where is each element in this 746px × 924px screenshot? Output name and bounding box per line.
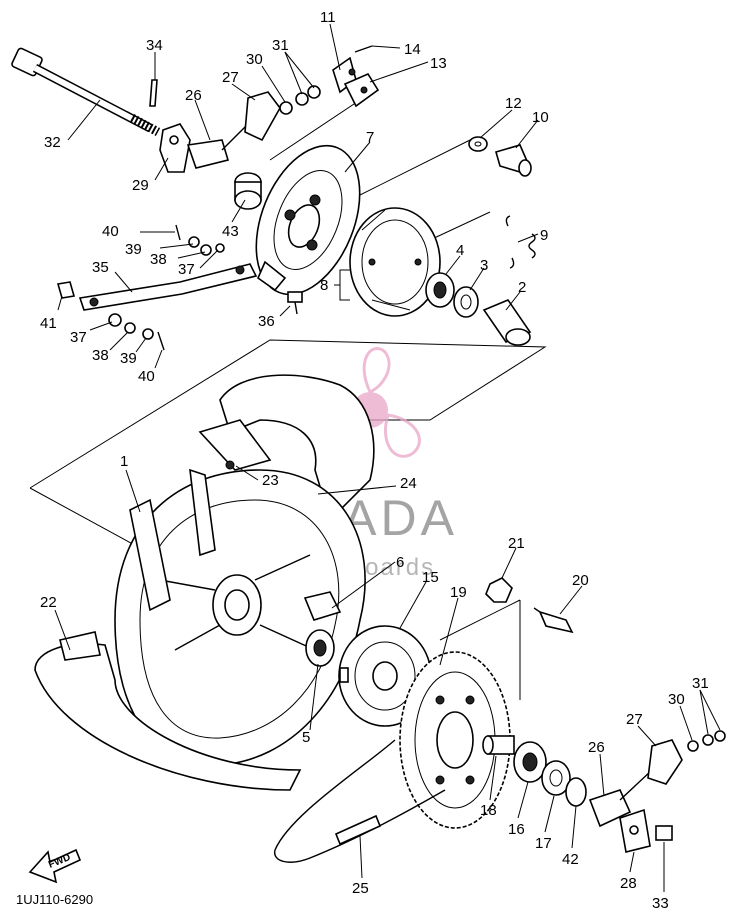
- callout-36: 36: [258, 313, 275, 330]
- bearing-16: [513, 741, 547, 783]
- rear-wheel: [114, 468, 366, 767]
- spacer-2: [482, 299, 532, 346]
- callout-39-upper: 39: [125, 241, 142, 258]
- callout-26: 26: [185, 87, 202, 104]
- callout-24: 24: [400, 475, 417, 492]
- bolt-36: [287, 291, 303, 315]
- callout-41: 41: [40, 315, 57, 332]
- callout-5: 5: [302, 729, 310, 746]
- circlip-42: [565, 777, 587, 807]
- callout-28: 28: [620, 875, 637, 892]
- callout-33: 33: [652, 895, 669, 912]
- callout-15: 15: [422, 569, 439, 586]
- callout-4: 4: [456, 242, 464, 259]
- brake-shoe-set: [349, 207, 441, 317]
- return-spring-9: [505, 215, 536, 269]
- callout-38-lower: 38: [92, 347, 109, 364]
- callout-1: 1: [120, 453, 128, 470]
- callout-42: 42: [562, 851, 579, 868]
- callout-12: 12: [505, 95, 522, 112]
- callout-40-lower: 40: [138, 368, 155, 385]
- callout-35: 35: [92, 259, 109, 276]
- callout-43: 43: [222, 223, 239, 240]
- callout-26-lower: 26: [588, 739, 605, 756]
- brake-shoe-plate: [255, 144, 361, 296]
- chain-puller-upper: [159, 85, 321, 173]
- callout-22: 22: [40, 594, 57, 611]
- rear-fender: [198, 374, 375, 522]
- callout-27: 27: [222, 69, 239, 86]
- callout-25: 25: [352, 880, 369, 897]
- chain-puller-lower: [588, 730, 726, 853]
- callout-34: 34: [146, 37, 163, 54]
- callout-7: 7: [366, 129, 374, 146]
- nut-21: [485, 577, 513, 603]
- callout-17: 17: [535, 835, 552, 852]
- callout-10: 10: [532, 109, 549, 126]
- brake-camshaft-lever: [332, 45, 380, 108]
- callout-14: 14: [404, 41, 421, 58]
- oil-seal-17: [541, 760, 571, 796]
- spacer-43: [234, 172, 262, 210]
- small-hardware-lower: [108, 313, 165, 351]
- washer-12: [468, 136, 488, 152]
- collar-18: [482, 735, 515, 755]
- callout-39-lower: 39: [120, 350, 137, 367]
- drawing-code: 1UJ110-6290: [16, 892, 93, 907]
- bearing-5: [305, 629, 335, 667]
- callout-29: 29: [132, 177, 149, 194]
- bolt-20: [533, 607, 574, 634]
- callout-6: 6: [396, 554, 404, 571]
- callout-37-lower: 37: [70, 329, 87, 346]
- callout-31: 31: [272, 37, 289, 54]
- tension-bar: [78, 263, 258, 311]
- rear-sprocket: [399, 651, 511, 829]
- lower-fender: [34, 631, 302, 791]
- damper-6: [303, 591, 342, 621]
- axle-shaft: [11, 47, 161, 136]
- callout-16: 16: [508, 821, 525, 838]
- callout-21: 21: [508, 535, 525, 552]
- callout-3: 3: [480, 257, 488, 274]
- cotter-pin-34: [149, 79, 158, 107]
- callout-8: 8: [320, 277, 328, 294]
- bolt-41: [56, 281, 76, 299]
- callout-9: 9: [540, 227, 548, 244]
- brake-camshaft-10: [495, 144, 532, 177]
- callout-11: 11: [320, 9, 336, 26]
- callout-30: 30: [246, 51, 263, 68]
- callout-13: 13: [430, 55, 447, 72]
- callout-31-lower: 31: [692, 675, 709, 692]
- callout-labels: 34 32 26 29 27 30 31 11 14 13 12 10 7 9 …: [40, 9, 709, 912]
- drive-chain: [274, 739, 446, 863]
- bearing-4: [425, 272, 455, 308]
- callout-30-lower: 30: [668, 691, 685, 708]
- forward-direction-badge: FWD: [28, 848, 82, 884]
- oil-seal-3: [453, 286, 479, 318]
- callout-2: 2: [518, 279, 526, 296]
- small-hardware-upper: [175, 224, 225, 256]
- callout-32: 32: [44, 134, 61, 151]
- callout-20: 20: [572, 572, 589, 589]
- leader-lines: [54, 23, 721, 892]
- callout-40-upper: 40: [102, 223, 119, 240]
- callout-27-lower: 27: [626, 711, 643, 728]
- callout-37-upper: 37: [178, 261, 195, 278]
- callout-19: 19: [450, 584, 467, 601]
- callout-38-upper: 38: [150, 251, 167, 268]
- callout-23: 23: [262, 472, 279, 489]
- callout-18: 18: [480, 802, 497, 819]
